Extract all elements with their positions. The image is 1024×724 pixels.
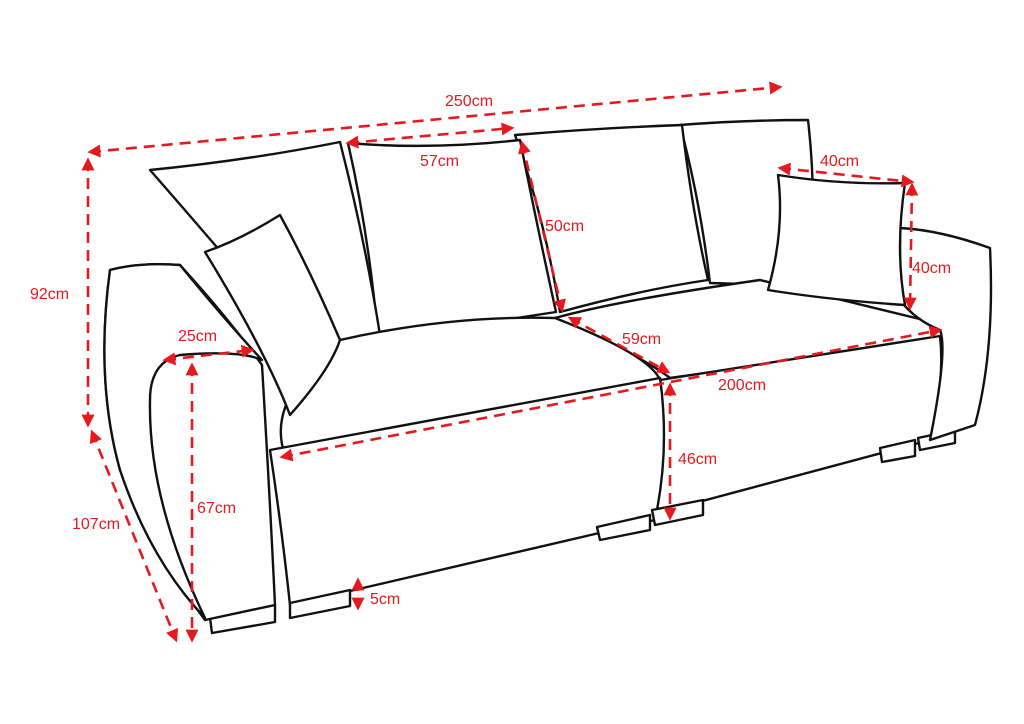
label-seat-height: 46cm: [678, 451, 717, 468]
label-pillow-height: 40cm: [912, 260, 951, 277]
label-armrest-width: 25cm: [178, 328, 217, 345]
label-leg-height: 5cm: [370, 591, 400, 608]
label-back-cushion-width: 57cm: [420, 153, 459, 170]
dimension-lines: [81, 81, 943, 643]
leg: [288, 588, 352, 620]
throw-pillow-right: [766, 173, 907, 307]
back-cushion-center-left: [346, 138, 558, 342]
label-back-cushion-height: 50cm: [545, 218, 584, 235]
leg: [595, 513, 652, 542]
label-seat-depth: 59cm: [622, 331, 661, 348]
label-total-height: 92cm: [30, 286, 69, 303]
sofa-outline: [103, 118, 993, 635]
label-total-depth: 107cm: [72, 516, 120, 533]
label-pillow-width: 40cm: [820, 153, 859, 170]
dimension-labels: 250cm 57cm 50cm 40cm 40cm 92cm 25cm 59cm…: [30, 93, 951, 608]
label-total-width: 250cm: [445, 93, 493, 110]
label-armrest-height: 67cm: [197, 500, 236, 517]
label-seat-width: 200cm: [718, 377, 766, 394]
